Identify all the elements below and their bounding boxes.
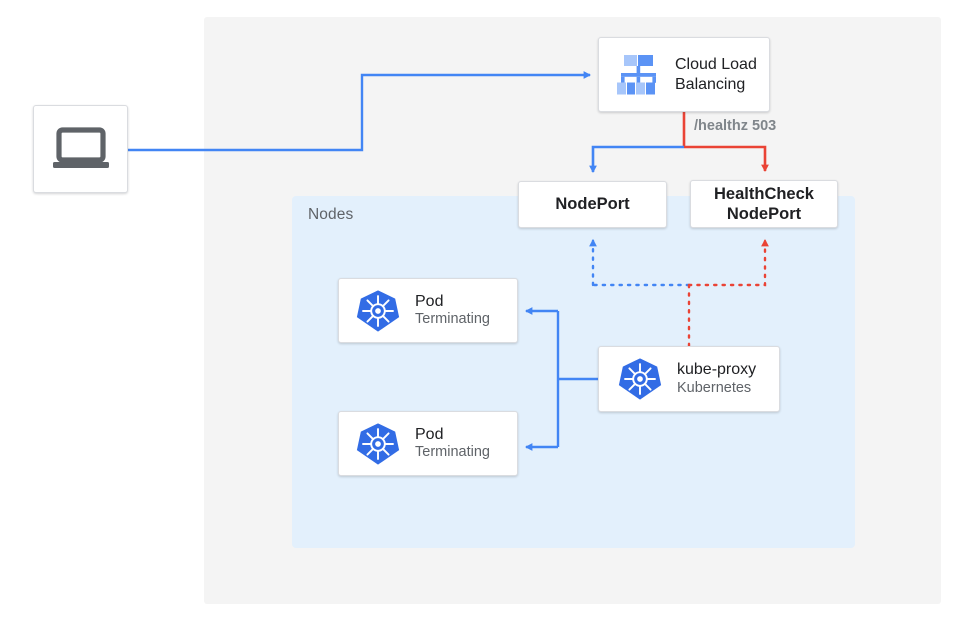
pod-1-status: Terminating [415,311,490,328]
pod-1-labels: Pod Terminating [415,292,490,329]
healthcheck-line-1: HealthCheck [714,184,814,203]
nodeport-label: NodePort [555,195,630,214]
kubernetes-icon [355,288,401,334]
kube-proxy-labels: kube-proxy Kubernetes [677,360,756,397]
pod-node-2[interactable]: Pod Terminating [338,411,518,476]
laptop-icon [52,127,110,171]
clb-line-2: Balancing [675,75,746,93]
pod-2-status: Terminating [415,444,490,461]
pod-node-1[interactable]: Pod Terminating [338,278,518,343]
kubernetes-icon [355,421,401,467]
pod-2-title: Pod [415,425,444,443]
kube-proxy-title: kube-proxy [677,361,757,379]
cloud-load-balancing-node[interactable]: Cloud Load Balancing [598,37,770,112]
cloud-load-balancing-label: Cloud Load Balancing [675,55,757,94]
pod-2-labels: Pod Terminating [415,425,490,462]
healthcheck-line-2: NodePort [726,205,802,223]
kubernetes-icon [617,356,663,402]
cloud-load-balancing-icon [613,51,665,99]
healthcheck-nodeport-node[interactable]: HealthCheck NodePort [690,180,838,228]
healthz-status-label: /healthz 503 [694,118,777,134]
kube-proxy-node[interactable]: kube-proxy Kubernetes [598,346,780,412]
nodes-region-label: Nodes [308,206,354,223]
pod-1-title: Pod [415,292,444,310]
clb-line-1: Cloud Load [675,55,757,73]
nodeport-node[interactable]: NodePort [518,181,667,228]
client-node[interactable] [33,105,128,193]
healthcheck-nodeport-label: HealthCheck NodePort [714,184,814,224]
kube-proxy-subtitle: Kubernetes [677,379,752,396]
